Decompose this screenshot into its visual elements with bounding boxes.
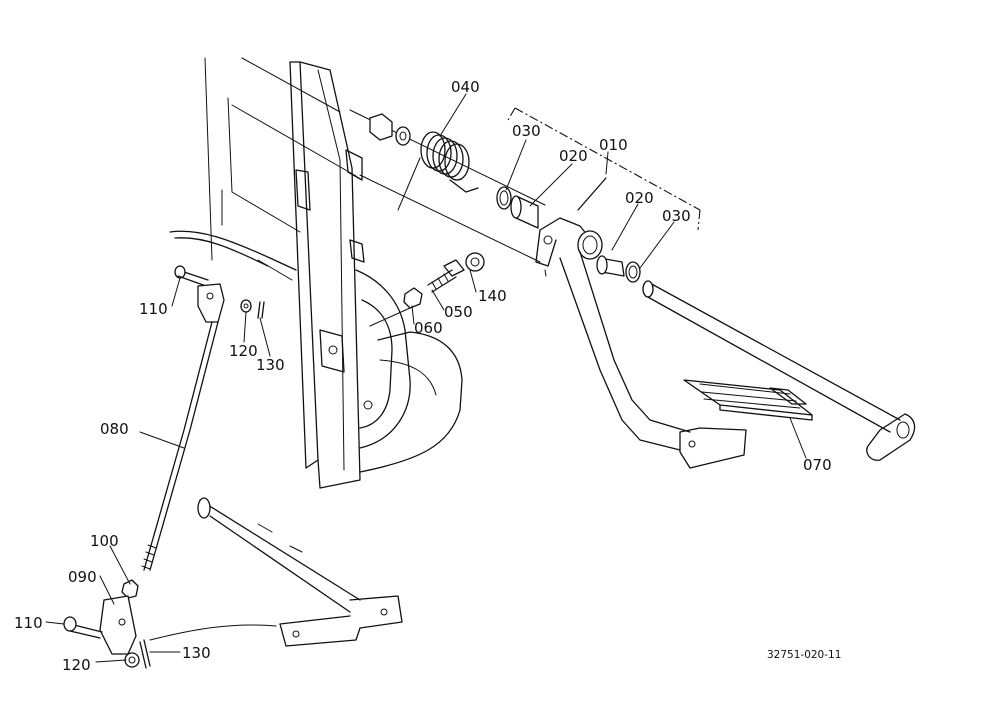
diagram-code: 32751-020-11 <box>767 649 841 661</box>
label-130-lower: 130 <box>182 644 211 662</box>
label-030-left: 030 <box>512 122 541 140</box>
label-040: 040 <box>451 78 480 96</box>
lower-clevis <box>63 579 151 669</box>
label-100: 100 <box>90 532 119 550</box>
brake-rod <box>141 321 219 571</box>
label-010: 010 <box>599 136 628 154</box>
bolt-set <box>369 252 485 327</box>
pedal-shaft <box>596 255 916 461</box>
label-120-lower: 120 <box>62 656 91 674</box>
bushing-set-left <box>496 186 539 229</box>
upper-clevis <box>174 265 265 323</box>
label-020-left: 020 <box>559 147 588 165</box>
label-090: 090 <box>68 568 97 586</box>
brake-pedal-arm <box>507 107 747 469</box>
label-030-right: 030 <box>662 207 691 225</box>
label-020-right: 020 <box>625 189 654 207</box>
brake-cross-shaft <box>149 497 403 647</box>
callout-labels: 040 030 020 010 020 030 140 050 060 070 … <box>14 78 832 674</box>
label-080: 080 <box>100 420 129 438</box>
leader-lines <box>45 93 807 663</box>
label-120-upper: 120 <box>229 342 258 360</box>
chassis-frame <box>169 57 463 489</box>
nut-and-washer-top <box>369 113 411 146</box>
label-110-upper: 110 <box>139 300 168 318</box>
label-060: 060 <box>414 319 443 337</box>
label-110-lower: 110 <box>14 614 43 632</box>
pedal-pad <box>683 379 813 421</box>
return-spring <box>397 131 479 211</box>
label-140: 140 <box>478 287 507 305</box>
label-130-upper: 130 <box>256 356 285 374</box>
label-070: 070 <box>803 456 832 474</box>
label-050: 050 <box>444 303 473 321</box>
